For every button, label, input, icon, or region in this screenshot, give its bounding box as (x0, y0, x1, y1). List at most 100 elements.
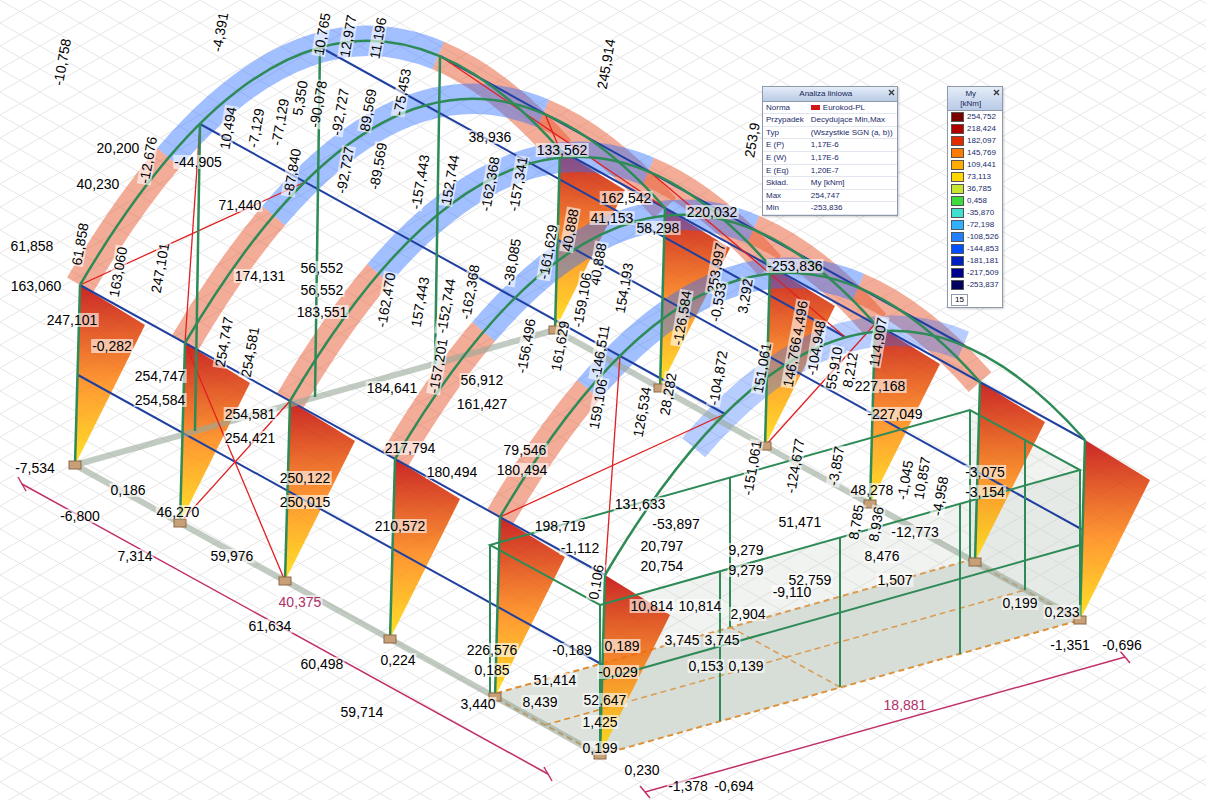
table-value: My [kNm] (808, 177, 897, 190)
support (969, 558, 981, 566)
moment-value: 126,534 (631, 385, 654, 439)
moment-value: -157,443 (408, 153, 432, 212)
moment-value: -3,857 (825, 444, 846, 488)
gable-post (195, 124, 200, 431)
moment-value: 8,785 (846, 503, 866, 542)
moment-value: 61,858 (69, 221, 91, 268)
arch-rafter (290, 157, 770, 401)
legend-row: -144,853 (948, 243, 1002, 255)
moment-value: 61,634 (248, 619, 293, 633)
support (174, 519, 186, 527)
moment-value: 20,797 (640, 539, 685, 553)
annex-post (1024, 440, 1026, 590)
moment-value: 1,507 (876, 573, 913, 587)
moment-value: 250,122 (279, 471, 332, 485)
moment-value: 0,230 (623, 763, 660, 777)
legend-swatch (951, 124, 964, 134)
moment-value: -157,201 (426, 337, 450, 396)
table-key: Przypadek (763, 114, 808, 127)
moment-value: 2,904 (729, 607, 766, 621)
table-key: Skład. (763, 177, 808, 190)
moment-value: 254,584 (134, 393, 187, 407)
dimension-tick (1120, 651, 1130, 663)
dimension-tick (544, 767, 552, 781)
moment-value: -1,351 (1049, 638, 1091, 652)
legend-row: 218,424 (948, 123, 1002, 135)
moment-fill (390, 459, 460, 639)
moment-value: 254,421 (224, 431, 277, 445)
purlin (80, 285, 605, 575)
moment-value: 254,581 (224, 407, 277, 421)
moment-value: -157,341 (506, 155, 530, 214)
moment-value: -124,677 (783, 437, 807, 496)
girt (78, 375, 603, 665)
table-key: E (W) (763, 152, 808, 165)
moment-value: 183,551 (296, 305, 349, 319)
moment-value: 0,139 (727, 659, 764, 673)
legend-row: 182,097 (948, 135, 1002, 147)
moment-value: 162,542 (600, 191, 653, 205)
moment-value: 163,060 (10, 279, 63, 293)
panel-header: Analiza liniowa (763, 87, 897, 102)
legend-swatch (951, 208, 964, 218)
moment-value: -6,800 (59, 509, 101, 523)
moment-value: 180,494 (496, 463, 549, 477)
moment-value: -75,453 (391, 66, 413, 117)
table-value: Eurokod-PL (808, 102, 897, 115)
moment-value: 0,189 (603, 639, 640, 653)
moment-value: 151,061 (751, 341, 774, 395)
moment-value: -10,758 (51, 36, 73, 87)
column (390, 459, 395, 639)
legend-value: -253,837 (967, 280, 999, 290)
dimension-line (22, 484, 548, 774)
table-key: Norma (763, 102, 808, 115)
table-value: Decydujące Min,Max (808, 114, 897, 127)
moment-value: 12,977 (337, 13, 359, 60)
dimension-tick (18, 477, 26, 491)
support (384, 635, 396, 643)
moment-value: 0,199 (1001, 596, 1038, 610)
moment-value: 217,794 (384, 441, 437, 455)
moment-value: 210,572 (374, 519, 427, 533)
table-key: E (Eq) (763, 165, 808, 178)
moment-fill (285, 401, 355, 581)
legend-row: 36,785 (948, 183, 1002, 195)
moment-value: 0,199 (581, 741, 618, 755)
moment-value: 0,153 (687, 659, 724, 673)
moment-value: 40,888 (559, 207, 581, 254)
purlins (78, 47, 1085, 665)
moment-value: -1,112 (560, 541, 601, 555)
panel-title: Analiza liniowa (799, 89, 852, 98)
moment-value: 46,270 (156, 505, 201, 519)
moment-value: -104,872 (706, 349, 730, 408)
moment-value: 51,471 (778, 515, 823, 529)
moment-value: 3,745 (703, 633, 740, 647)
moment-value: 3,745 (663, 633, 700, 647)
moment-value: 250,015 (279, 495, 332, 509)
panel-title: My [kNm] (956, 89, 986, 108)
annex-frame (490, 410, 1080, 755)
moment-value: -4,391 (209, 10, 230, 54)
moment-value: 10,814 (678, 599, 723, 613)
legend-value: 73,113 (967, 172, 991, 182)
moment-value: 60,498 (300, 657, 345, 671)
moment-value: 56,552 (300, 283, 345, 297)
moment-value: -126,584 (670, 289, 694, 348)
legend-value: 36,785 (967, 184, 991, 194)
moment-value: 0,185 (473, 663, 510, 677)
legend-swatch (951, 160, 964, 170)
moment-value: 184,641 (366, 381, 419, 395)
moment-value: 180,494 (426, 465, 479, 479)
legend-swatch (951, 244, 964, 254)
moment-value: -7,129 (245, 106, 266, 150)
moment-value: 0,106 (586, 563, 606, 602)
table-value: 1,17E-6 (808, 152, 897, 165)
moment-value: -3,075 (964, 465, 1006, 479)
table-value: 1,20E-7 (808, 165, 897, 178)
moment-value: 0,224 (379, 653, 416, 667)
moment-value: 40,230 (76, 177, 121, 191)
legend-value: -108,526 (967, 232, 999, 242)
moment-value: 56,552 (300, 261, 345, 275)
moment-value: 114,907 (867, 315, 890, 368)
legend-value: -181,181 (967, 256, 999, 266)
